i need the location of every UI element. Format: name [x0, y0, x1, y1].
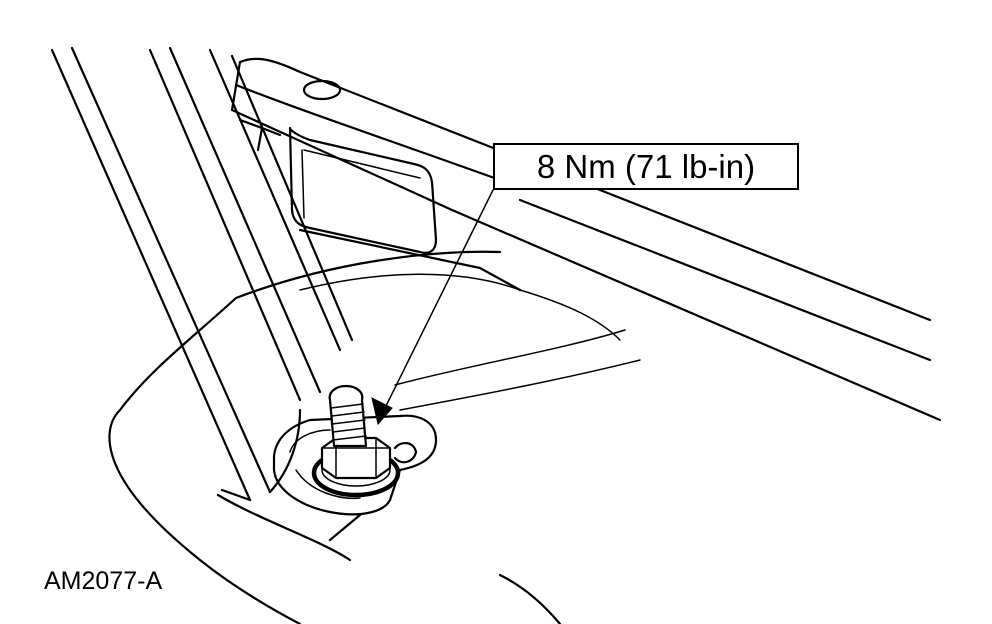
- base-plate-ear: [393, 442, 418, 464]
- crossmember-inner-edge: [234, 83, 932, 362]
- floor-pan-contour: [299, 273, 641, 411]
- hex-flange-nut-icon: [320, 436, 392, 480]
- seat-frame-left-rail: [50, 46, 354, 502]
- crossmember-top-edge: [238, 57, 932, 322]
- bracket-flange: [238, 118, 282, 152]
- seat-frame-lower: [216, 408, 362, 562]
- bracket-slot: [288, 126, 438, 254]
- threaded-stud-icon: [328, 384, 368, 448]
- torque-spec-callout: 8 Nm (71 lb-in): [493, 143, 799, 190]
- callout-leader-line: [383, 189, 494, 411]
- fastener-base-plate: [272, 414, 438, 516]
- crossmember-rivet: [302, 79, 342, 101]
- bracket-slot-inner: [301, 149, 421, 219]
- floor-pan-outline: [108, 250, 562, 624]
- figure-id-label: AM2077-A: [44, 567, 163, 595]
- callout-arrowhead: [371, 397, 393, 426]
- bracket-lower-lip: [298, 228, 522, 292]
- fastener-base-plate-inner: [289, 429, 361, 500]
- crossmember-side-edge: [230, 60, 942, 422]
